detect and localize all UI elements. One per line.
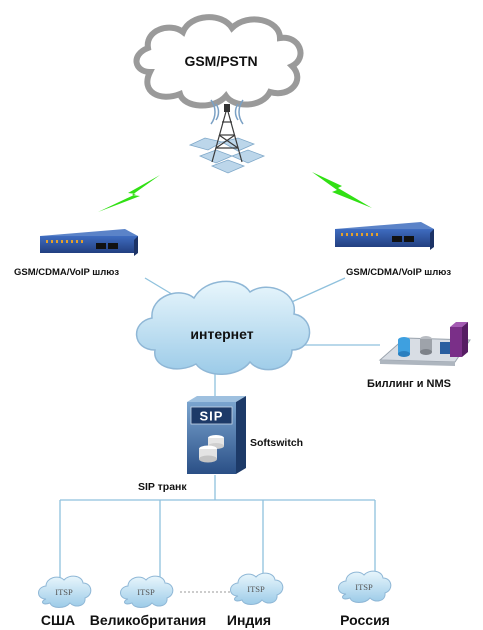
right-lightning-icon [312,172,372,208]
database-icon [199,435,224,463]
gsm-pstn-cloud: GSM/PSTN [133,14,304,109]
itsp-tag: ITSP [355,582,373,592]
destination-label-usa: США [41,612,75,628]
gateway-left-label: GSM/CDMA/VoIP шлюз [14,267,119,278]
destination-label-russia: Россия [340,612,390,628]
cell-tower-icon [188,99,266,174]
itsp-cloud-india: ITSP [230,572,284,605]
connection-lines [59,277,380,578]
gsm-pstn-label: GSM/PSTN [184,53,257,69]
itsp-cloud-uk: ITSP [120,575,174,608]
gateway-right-label: GSM/CDMA/VoIP шлюз [346,267,451,278]
itsp-cloud-usa: ITSP [38,575,92,608]
destination-label-uk: Великобритания [90,612,206,628]
itsp-tag: ITSP [55,587,73,597]
internet-cloud: интернет [135,280,311,375]
sip-trunk-label: SIP транк [138,481,187,493]
gateway-left-device [40,229,138,256]
itsp-tag: ITSP [247,584,265,594]
itsp-cloud-russia: ITSP [338,570,392,603]
billing-nms-icon [378,322,471,366]
sip-badge-label: SIP [200,409,224,424]
billing-label: Биллинг и NMS [367,378,451,390]
softswitch-label: Softswitch [250,437,303,449]
gateway-right-device [335,222,434,250]
softswitch-device: SIP [187,396,246,474]
internet-label: интернет [190,326,253,342]
left-lightning-icon [98,175,160,212]
itsp-tag: ITSP [137,587,155,597]
destination-label-india: Индия [227,612,271,628]
